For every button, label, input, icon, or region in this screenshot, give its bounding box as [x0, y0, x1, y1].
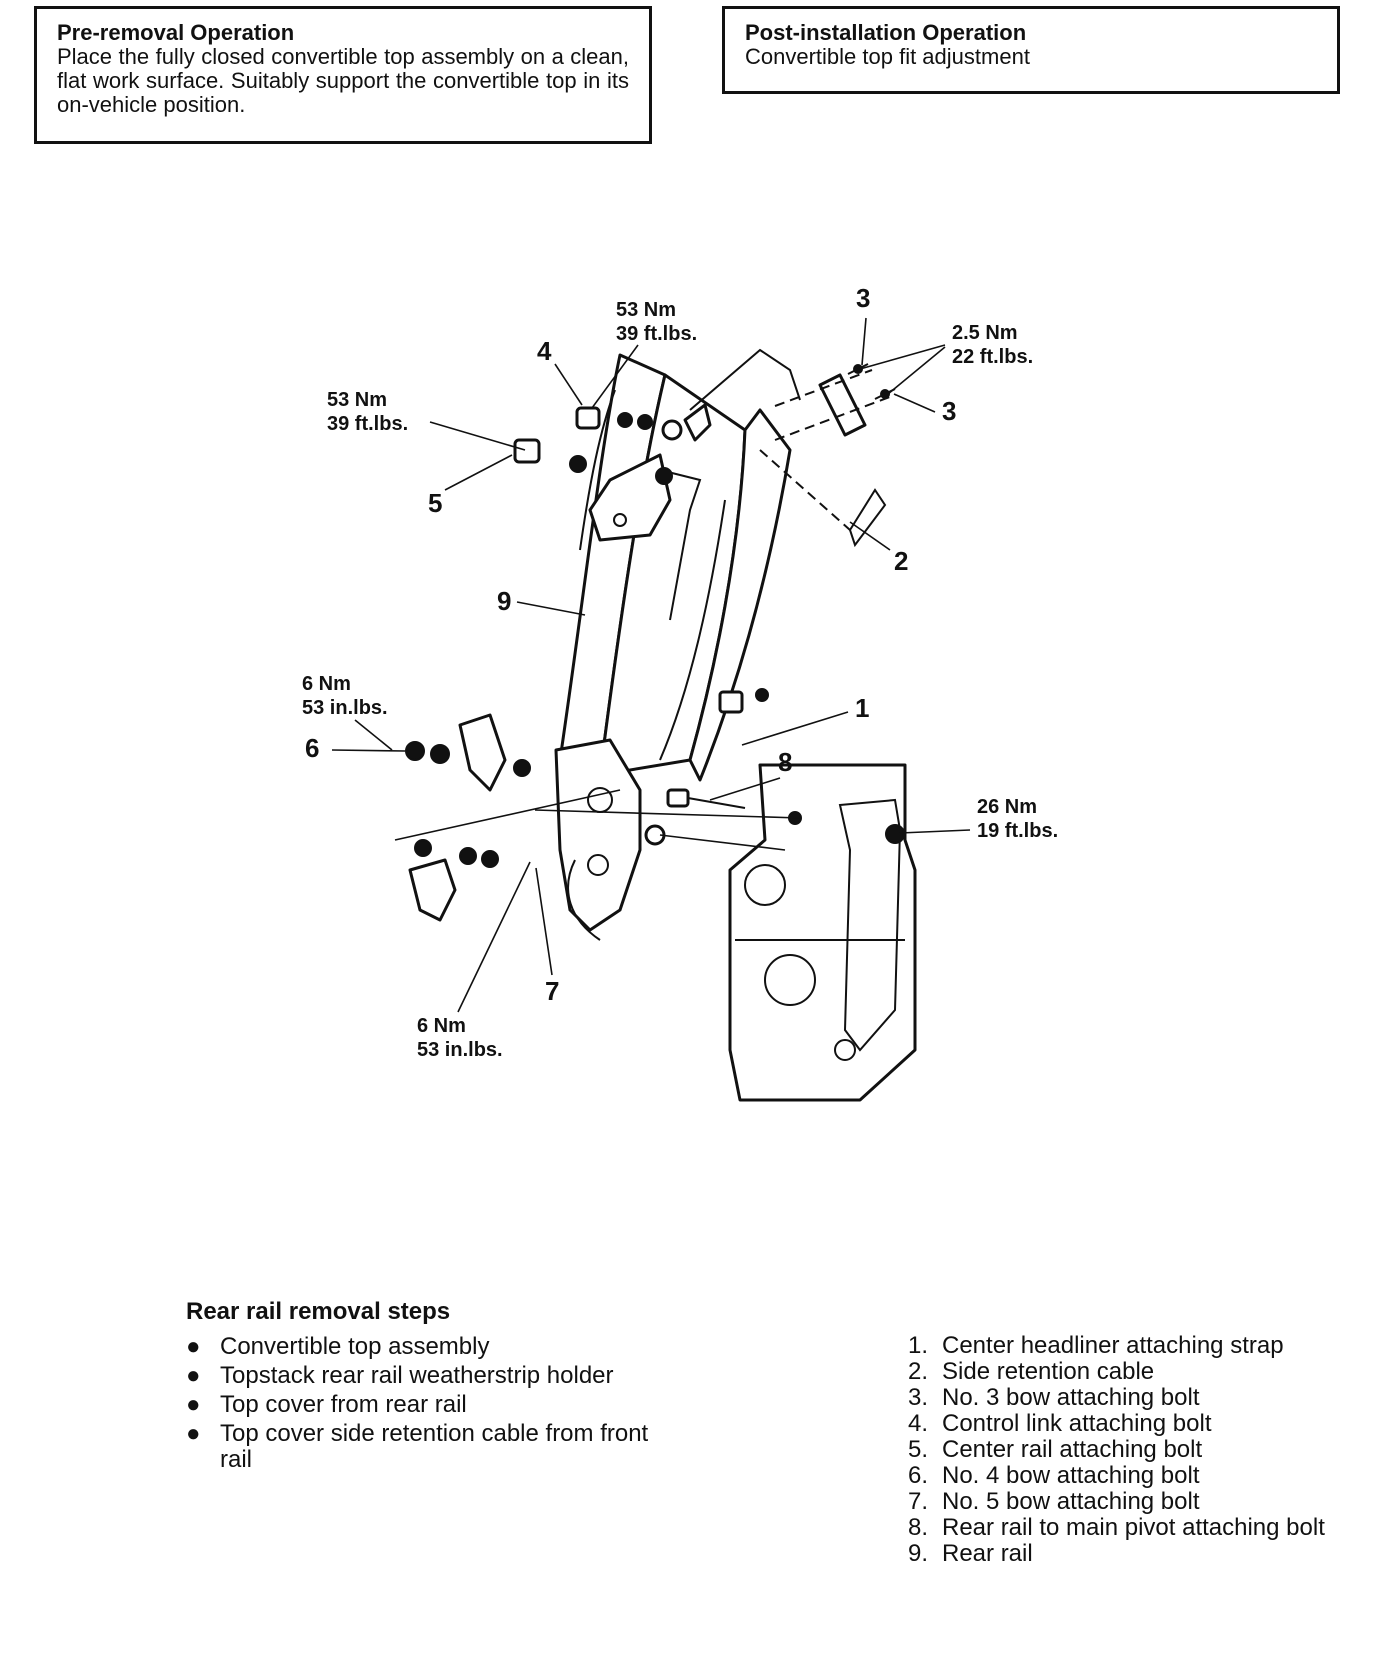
removal-step-text: Top cover from rear rail: [220, 1391, 467, 1418]
parts-legend-item: 7. No. 5 bow attaching bolt: [908, 1489, 1348, 1515]
rear-rail-exploded-diagram: 53 Nm 39 ft.lbs. 53 Nm 39 ft.lbs. 2.5 Nm…: [302, 283, 1058, 1102]
part-number: 9.: [908, 1540, 929, 1567]
bullet-icon: ●: [186, 1362, 201, 1389]
callout-8: 8: [778, 747, 792, 777]
pre-removal-text: Place the fully closed convertible top a…: [57, 44, 629, 117]
bow-brackets: [408, 713, 507, 922]
callout-5: 5: [428, 488, 442, 518]
parts-legend-item: 5. Center rail attaching bolt: [908, 1437, 1348, 1463]
torque-label-6: 6 Nm 53 in.lbs.: [302, 673, 393, 751]
parts-legend-item: 4. Control link attaching bolt: [908, 1411, 1348, 1437]
torque-label-5: 53 Nm 39 ft.lbs.: [327, 389, 526, 451]
removal-steps-list: ● Convertible top assembly ● Topstack rear…: [186, 1334, 666, 1476]
post-installation-text: Convertible top fit adjustment: [745, 44, 1030, 69]
callout-3-top: 3: [856, 283, 870, 313]
part-label: No. 3 bow attaching bolt: [942, 1384, 1200, 1411]
removal-step: ● Convertible top assembly: [186, 1334, 666, 1360]
removal-step: ● Top cover from rear rail: [186, 1392, 666, 1418]
parts-legend: 1. Center headliner attaching strap 2. Sid…: [908, 1333, 1348, 1567]
callout-6: 6: [305, 733, 319, 763]
part-number: 7.: [908, 1488, 929, 1515]
part-label: Side retention cable: [942, 1358, 1155, 1385]
torque-label-7-nm: 6 Nm: [417, 1015, 466, 1037]
bullet-icon: ●: [186, 1391, 201, 1418]
removal-step-text: Top cover side retention cable from fron…: [220, 1420, 649, 1473]
parts-legend-item: 2. Side retention cable: [908, 1359, 1348, 1385]
callout-4: 4: [537, 336, 552, 366]
part-label: Control link attaching bolt: [942, 1410, 1212, 1437]
fasteners: [405, 363, 896, 868]
callout-3-right: 3: [942, 396, 956, 426]
main-pivot-bracket: [728, 763, 917, 1102]
part-number: 2.: [908, 1358, 929, 1385]
torque-label-8-nm: 26 Nm: [977, 796, 1037, 818]
removal-step-text: Convertible top assembly: [220, 1333, 490, 1360]
removal-step: ● Top cover side retention cable from fro…: [186, 1421, 666, 1473]
part-number: 4.: [908, 1410, 929, 1437]
bullet-icon: ●: [186, 1333, 201, 1360]
parts-legend-item: 8. Rear rail to main pivot attaching bolt: [908, 1515, 1348, 1541]
parts-legend-item: 3. No. 3 bow attaching bolt: [908, 1385, 1348, 1411]
torque-label-7-imp: 53 in.lbs.: [417, 1039, 503, 1061]
part-label: Center rail attaching bolt: [942, 1436, 1203, 1463]
torque-label-8: 26 Nm 19 ft.lbs.: [899, 796, 1058, 842]
part-number: 5.: [908, 1436, 929, 1463]
torque-label-4: 53 Nm 39 ft.lbs.: [591, 299, 697, 409]
torque-label-6-imp: 53 in.lbs.: [302, 697, 388, 719]
post-installation-title: Post-installation Operation: [745, 20, 1027, 45]
part-label: Rear rail to main pivot attaching bolt: [942, 1514, 1325, 1541]
post-installation-box: Post-installation Operation Convertible …: [722, 6, 1340, 94]
part-label: Rear rail: [942, 1540, 1033, 1567]
rear-rail: [554, 348, 801, 941]
callout-2: 2: [894, 546, 908, 576]
torque-label-3: 2.5 Nm 22 ft.lbs.: [859, 322, 1033, 395]
callout-7: 7: [545, 976, 559, 1006]
part-number: 3.: [908, 1384, 929, 1411]
part-number: 1.: [908, 1332, 929, 1359]
torque-label-3-nm: 2.5 Nm: [952, 322, 1018, 344]
torque-label-3-imp: 22 ft.lbs.: [952, 346, 1033, 368]
callout-1: 1: [855, 693, 869, 723]
part-number: 6.: [908, 1462, 929, 1489]
part-label: Center headliner attaching strap: [942, 1332, 1284, 1359]
part-label: No. 4 bow attaching bolt: [942, 1462, 1200, 1489]
callout-9: 9: [497, 586, 511, 616]
pre-removal-title: Pre-removal Operation: [57, 20, 295, 45]
torque-label-5-imp: 39 ft.lbs.: [327, 413, 408, 435]
parts-legend-item: 9. Rear rail: [908, 1541, 1348, 1567]
removal-step-text: Topstack rear rail weatherstrip holder: [220, 1362, 614, 1389]
removal-steps-title: Rear rail removal steps: [186, 1298, 451, 1325]
alignment-lines: [394, 369, 896, 851]
torque-label-8-imp: 19 ft.lbs.: [977, 820, 1058, 842]
torque-label-4-nm: 53 Nm: [616, 299, 676, 321]
torque-label-7: 6 Nm 53 in.lbs.: [417, 861, 531, 1061]
torque-label-6-nm: 6 Nm: [302, 673, 351, 695]
torque-label-5-nm: 53 Nm: [327, 389, 387, 411]
removal-step: ● Topstack rear rail weatherstrip holder: [186, 1363, 666, 1389]
bullet-icon: ●: [186, 1420, 201, 1447]
control-link-bracket: [588, 403, 712, 542]
parts-legend-item: 1. Center headliner attaching strap: [908, 1333, 1348, 1359]
part-number: 8.: [908, 1514, 929, 1541]
parts-legend-item: 6. No. 4 bow attaching bolt: [908, 1463, 1348, 1489]
part-label: No. 5 bow attaching bolt: [942, 1488, 1200, 1515]
pre-removal-box: Pre-removal Operation Place the fully cl…: [34, 6, 652, 144]
torque-label-4-imp: 39 ft.lbs.: [616, 323, 697, 345]
